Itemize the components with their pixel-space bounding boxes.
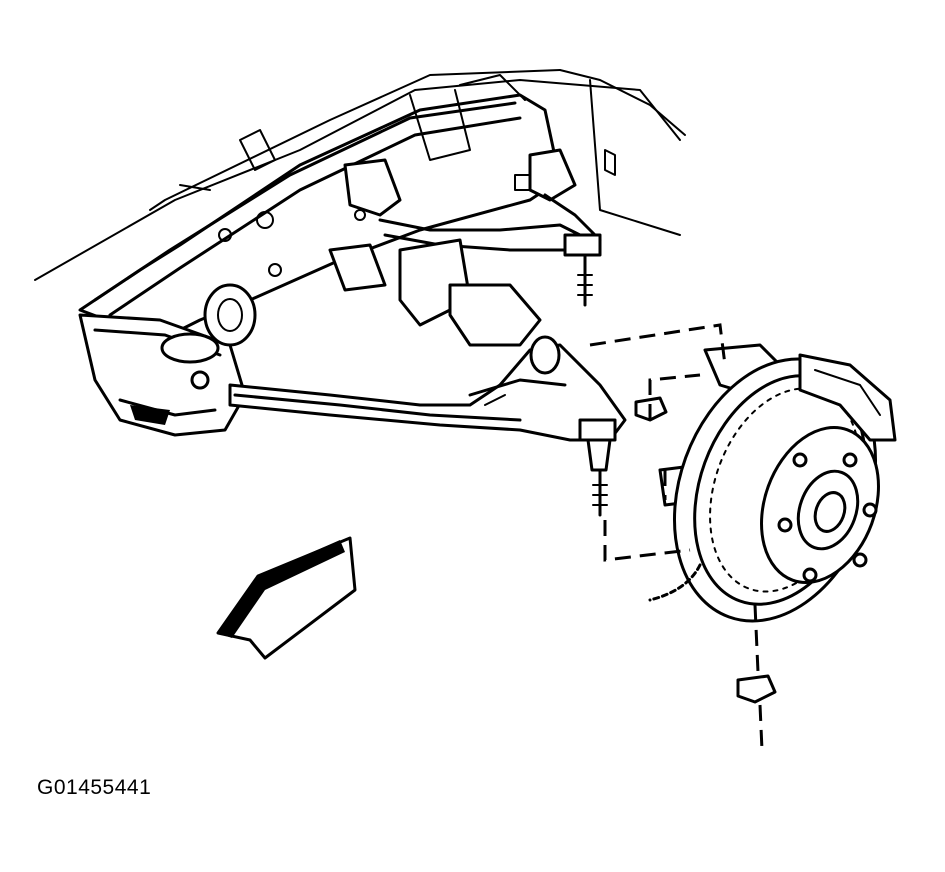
front-crossmember bbox=[78, 283, 257, 437]
upper-control-arm bbox=[328, 148, 602, 327]
body-panel bbox=[34, 69, 686, 281]
lower-control-arm bbox=[228, 283, 627, 517]
brake-caliper bbox=[798, 353, 897, 442]
assembly-leader-lines bbox=[589, 323, 764, 751]
lower-ball-joint-nut bbox=[736, 674, 777, 704]
front-direction-arrow-icon bbox=[216, 536, 357, 660]
wheel-hub bbox=[760, 426, 880, 584]
figure-id-label: G01455441 bbox=[37, 776, 152, 799]
frame-rail bbox=[78, 74, 562, 342]
abs-sensor-wire bbox=[648, 563, 702, 602]
